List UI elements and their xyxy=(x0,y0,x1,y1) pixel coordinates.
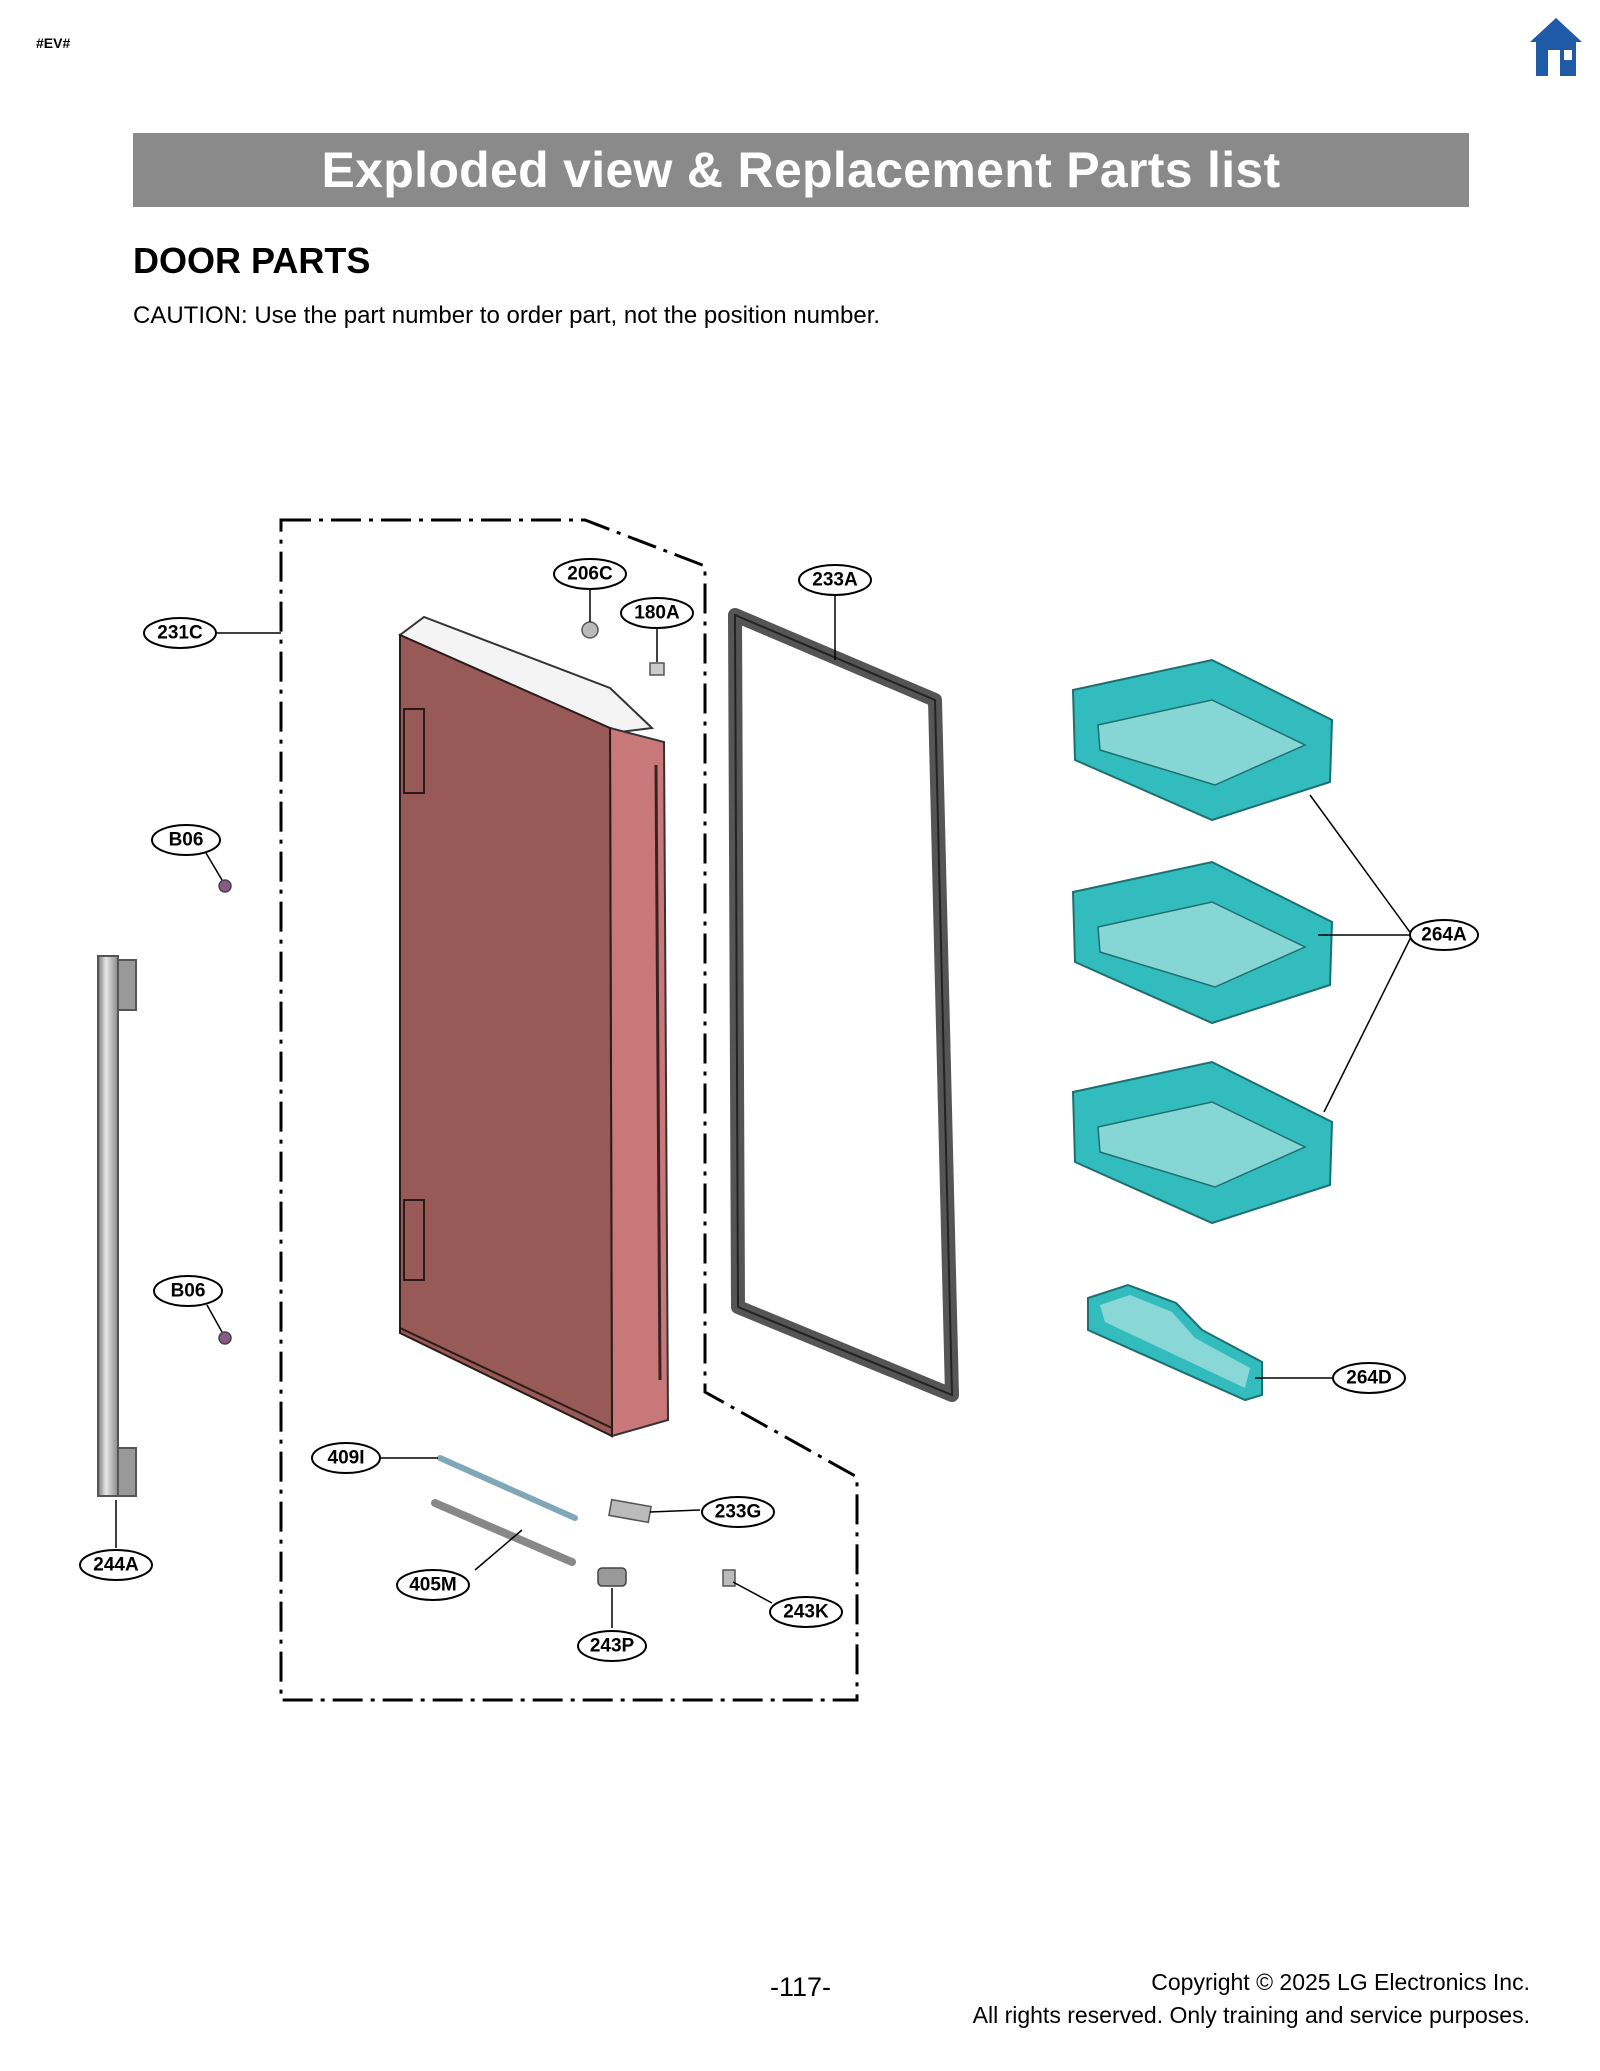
copyright-notice: Copyright © 2025 LG Electronics Inc. All… xyxy=(973,1966,1530,2032)
callout-label-244A: 244A xyxy=(93,1555,139,1576)
callout-label-264D: 264D xyxy=(1346,1368,1391,1389)
callout-label-206C: 206C xyxy=(567,564,613,585)
callout-243K xyxy=(769,1596,843,1628)
part-233G-bracket xyxy=(608,1498,652,1524)
callout-label-243P: 243P xyxy=(590,1636,635,1657)
document-marker: #EV# xyxy=(36,35,71,51)
part-180A-clip xyxy=(649,662,665,676)
callout-label-231C: 231C xyxy=(157,623,203,644)
callout-264A xyxy=(1409,919,1479,951)
callout-180A xyxy=(620,597,694,629)
copyright-line-2: All rights reserved. Only training and s… xyxy=(972,2002,1530,2028)
door-handle xyxy=(97,955,119,1497)
door-bin-3 xyxy=(1071,1060,1334,1225)
callout-label-180A: 180A xyxy=(634,603,680,624)
callout-B06-bottom xyxy=(153,1275,223,1307)
callout-231C xyxy=(143,617,217,649)
assembly-boundary xyxy=(279,518,859,1702)
callout-233A xyxy=(798,564,872,596)
callout-label-264A: 264A xyxy=(1421,925,1467,946)
callout-label-233G: 233G xyxy=(715,1502,761,1523)
screw-B06-bottom xyxy=(218,1331,232,1345)
part-243K-pin xyxy=(722,1569,736,1587)
page-number: -117- xyxy=(770,1972,832,2002)
callout-label-405M: 405M xyxy=(409,1575,457,1596)
callout-405M xyxy=(396,1569,470,1601)
door-bin-2 xyxy=(1071,860,1334,1025)
callout-206C xyxy=(553,558,627,590)
part-206C-cap xyxy=(581,621,599,639)
callout-B06-top xyxy=(151,824,221,856)
callout-243P xyxy=(577,1630,647,1662)
callout-label-B06-bottom: B06 xyxy=(171,1281,206,1302)
door-bin-1 xyxy=(1071,658,1334,822)
callout-label-B06-top: B06 xyxy=(169,830,204,851)
screw-B06-top xyxy=(218,879,232,893)
part-405M-bar xyxy=(431,1499,576,1566)
callout-233G xyxy=(701,1496,775,1528)
callout-label-233A: 233A xyxy=(812,570,858,591)
door-hinge-slot-top xyxy=(403,708,425,794)
callout-label-409I: 409I xyxy=(328,1448,365,1469)
door-hinge-slot-bottom xyxy=(403,1199,425,1281)
callout-264D xyxy=(1332,1362,1406,1394)
copyright-line-1: Copyright © 2025 LG Electronics Inc. xyxy=(1151,1969,1530,1995)
section-title: DOOR PARTS xyxy=(133,240,371,281)
page-title: Exploded view & Replacement Parts list xyxy=(133,133,1469,207)
callout-409I xyxy=(311,1442,381,1474)
home-icon[interactable] xyxy=(1528,16,1584,78)
door-gasket xyxy=(728,608,959,1402)
part-243P-hinge xyxy=(597,1567,627,1587)
caution-note: CAUTION: Use the part number to order pa… xyxy=(133,302,881,329)
door-panel xyxy=(399,633,614,1438)
callout-244A xyxy=(79,1549,153,1581)
callout-label-243K: 243K xyxy=(783,1602,829,1623)
part-409I-rod xyxy=(437,1455,578,1521)
